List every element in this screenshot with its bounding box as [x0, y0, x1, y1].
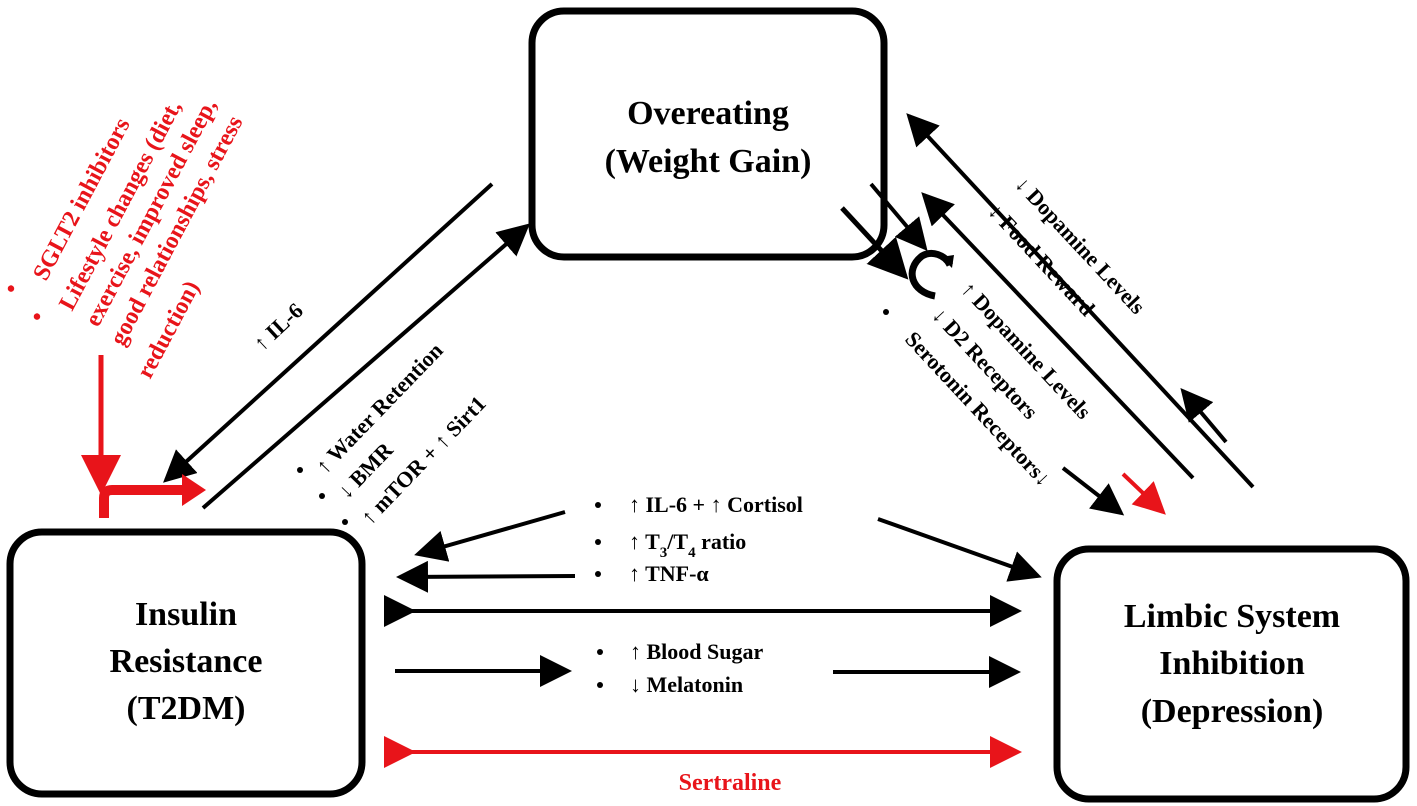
arrow-limbic-to-overeating-short	[1180, 387, 1228, 444]
label-blood-sugar: ↑ Blood Sugar	[630, 639, 763, 664]
label-melatonin: ↓ Melatonin	[630, 672, 743, 697]
label-il6-left: ↑ IL-6	[248, 298, 308, 356]
node-insulin-resistance: Insulin Resistance (T2DM)	[6, 528, 366, 798]
insulin-line1: Insulin	[135, 596, 237, 633]
bullet-mtor	[342, 519, 348, 525]
bullet-il6-cortisol	[595, 502, 601, 508]
arrow-overeating-to-dopamine	[840, 206, 909, 280]
insulin-line3: (T2DM)	[127, 690, 246, 727]
intervention-bullet-1: •	[0, 279, 25, 299]
overeating-line1: Overeating	[627, 95, 789, 132]
arrow-tnf-to-insulin	[396, 560, 576, 593]
label-tnf: ↑ TNF-α	[629, 561, 709, 586]
bullet-serotonin	[883, 309, 889, 315]
arrow-insulin-to-overeating	[201, 223, 531, 510]
arrow-intervention-to-insulin	[81, 355, 206, 518]
arrow-cytokines-to-limbic	[877, 517, 1042, 582]
feedback-loop-arrow	[908, 249, 954, 300]
arrow-serotonin-to-limbic	[1061, 466, 1125, 516]
intervention-bullet-2: •	[24, 307, 51, 327]
arrow-limbic-to-overeating-inner	[921, 192, 1195, 480]
label-group-blood-sugar: ↑ Blood Sugar ↓ Melatonin	[597, 639, 763, 697]
arrow-limbic-to-overeating-outer	[906, 113, 1255, 489]
limbic-line3: (Depression)	[1141, 693, 1324, 730]
arrow-overeating-to-insulin	[163, 182, 494, 483]
arrow-dopamine-to-limbic-red	[1121, 472, 1166, 515]
interventions-block: • SGLT2 inhibitors • Lifestyle changes (…	[0, 95, 248, 383]
limbic-line1: Limbic System	[1124, 598, 1340, 635]
bullet-melatonin	[597, 682, 603, 688]
label-group-water-bmr-mtor: ↑ Water Retention ↓ BMR ↑ mTOR + ↑ Sirt1	[297, 338, 491, 529]
arrow-cytokines-to-insulin	[414, 510, 566, 562]
node-limbic-system: Limbic System Inhibition (Depression)	[1053, 545, 1410, 803]
bullet-t3t4	[595, 539, 601, 545]
bullet-blood-sugar	[597, 649, 603, 655]
label-t3t4: ↑ T3/T4 ratio	[629, 529, 746, 561]
limbic-line2: Inhibition	[1159, 645, 1305, 682]
arrow-overeating-to-limbic-top	[869, 182, 928, 252]
overeating-line2: (Weight Gain)	[605, 143, 812, 180]
node-overeating: Overeating (Weight Gain)	[528, 7, 888, 261]
insulin-line2: Resistance	[110, 643, 263, 680]
label-group-cytokines: ↑ IL-6 + ↑ Cortisol ↑ T3/T4 ratio ↑ TNF-…	[595, 492, 803, 586]
label-il6-cortisol: ↑ IL-6 + ↑ Cortisol	[629, 492, 803, 517]
bullet-bmr	[319, 493, 325, 499]
bullet-water	[297, 467, 303, 473]
label-sertraline: Sertraline	[679, 770, 782, 796]
bullet-tnf	[595, 571, 601, 577]
